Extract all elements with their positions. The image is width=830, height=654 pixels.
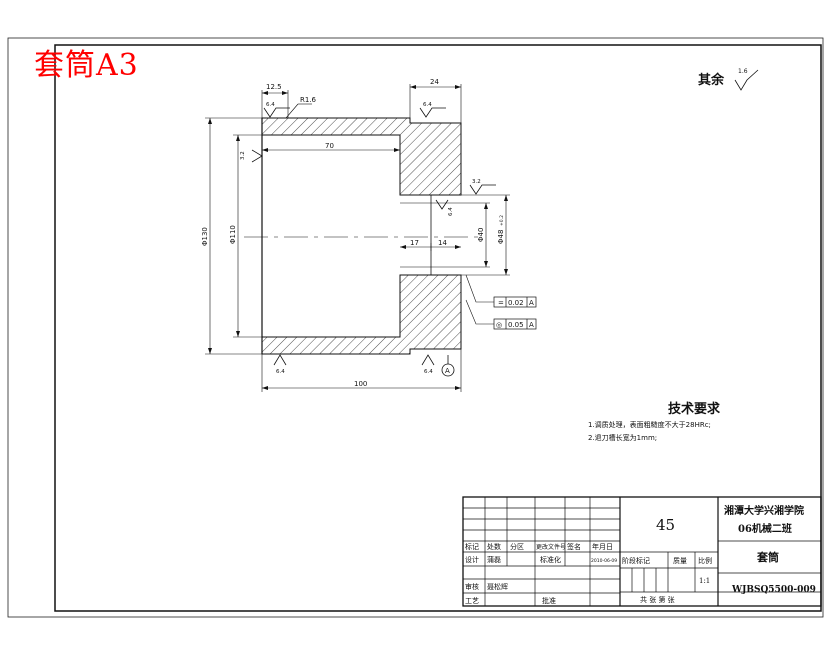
- school: 湘潭大学兴湘学院: [724, 504, 804, 517]
- svg-text:更改文件号: 更改文件号: [536, 543, 566, 551]
- svg-text:审核: 审核: [465, 582, 479, 591]
- drawing-number: WJBSQ5500-009: [731, 585, 816, 595]
- tolerance-frames: = 0.02 A ◎ 0.05 A: [493, 296, 537, 330]
- svg-text:设计: 设计: [465, 555, 479, 564]
- technical-requirements: 技术要求 1.调质处理，表面粗糙度不大于28HRc; 2.退刀槽长宽为1mm;: [588, 398, 828, 443]
- svg-text:标记: 标记: [465, 542, 479, 551]
- tech-title: 技术要求: [668, 402, 721, 417]
- svg-text:3.2: 3.2: [240, 151, 246, 160]
- dim-phi110: Φ110: [229, 225, 237, 244]
- title-block-headers: 标记 处数 分区 更改文件号 签名 年月日 设计 蒲磊 标准化 2010-06-…: [465, 542, 712, 605]
- svg-text:批准: 批准: [542, 596, 556, 605]
- inner-frame: [54, 44, 822, 612]
- dim-phi130: Φ130: [201, 227, 209, 246]
- rest-roughness-label: 其余: [698, 73, 725, 88]
- dim-125: 12.5: [266, 83, 282, 91]
- svg-text:6.4: 6.4: [448, 207, 454, 216]
- svg-text:0.05: 0.05: [508, 321, 524, 329]
- svg-text:A: A: [529, 321, 534, 329]
- dim-phi48: Φ48: [497, 230, 505, 244]
- svg-text:分区: 分区: [510, 542, 524, 551]
- part-section: [244, 117, 478, 355]
- material: 45: [656, 516, 675, 534]
- dim-70: 70: [325, 142, 334, 150]
- svg-text:处数: 处数: [487, 542, 501, 551]
- svg-text:=: =: [498, 299, 504, 307]
- dim-17: 17: [410, 239, 419, 247]
- svg-text:工艺: 工艺: [465, 597, 479, 605]
- rest-roughness-value: 1.6: [738, 68, 748, 75]
- roughness-symbols: [251, 69, 759, 366]
- tech-line-1: 1.调质处理，表面粗糙度不大于28HRc;: [588, 421, 711, 429]
- svg-text:聂松辉: 聂松辉: [487, 582, 508, 591]
- svg-text:A: A: [529, 299, 534, 307]
- scale: 1:1: [699, 577, 710, 585]
- title-block-text: 45 湘潭大学兴湘学院 06机械二班 套筒 WJBSQ5500-009 1:1: [656, 504, 816, 595]
- class: 06机械二班: [738, 522, 792, 535]
- svg-text:3.2: 3.2: [472, 179, 481, 185]
- svg-text:质量: 质量: [673, 556, 687, 565]
- outer-frame: [7, 37, 824, 618]
- svg-text:签名: 签名: [567, 542, 581, 551]
- svg-text:共 张 第 张: 共 张 第 张: [640, 595, 675, 604]
- roughness-labels: 6.4 6.4 3.2 3.2 6.4 6.4 6.4: [240, 102, 481, 375]
- dim-14: 14: [438, 239, 447, 247]
- sheet-title-stamp: 套筒A3: [34, 48, 139, 83]
- dim-tol48: +0.2: [499, 215, 505, 226]
- svg-text:年月日: 年月日: [592, 542, 613, 551]
- part-name: 套筒: [757, 550, 779, 564]
- dim-phi40: Φ40: [477, 228, 485, 242]
- svg-text:A: A: [445, 367, 450, 375]
- dim-100: 100: [354, 380, 367, 388]
- svg-text:6.4: 6.4: [423, 102, 432, 108]
- dim-r16: R1.6: [300, 96, 317, 104]
- svg-text:0.02: 0.02: [508, 299, 524, 307]
- svg-text:6.4: 6.4: [276, 369, 285, 375]
- svg-text:比例: 比例: [698, 556, 712, 565]
- title-block: [462, 496, 822, 607]
- svg-text:6.4: 6.4: [424, 369, 433, 375]
- dimension-labels: 12.5 24 70 17 14 100 R1.6 Φ130 Φ110 Φ40 …: [201, 78, 505, 388]
- dim-24: 24: [430, 78, 439, 86]
- svg-text:蒲磊: 蒲磊: [487, 555, 501, 564]
- svg-text:阶段标记: 阶段标记: [622, 556, 650, 565]
- datum-a-symbol: A: [441, 355, 455, 377]
- svg-text:◎: ◎: [496, 321, 502, 329]
- svg-text:标准化: 标准化: [540, 555, 561, 564]
- svg-text:6.4: 6.4: [266, 102, 275, 108]
- arrowheads: [208, 85, 508, 390]
- tech-line-2: 2.退刀槽长宽为1mm;: [588, 434, 658, 442]
- svg-text:2010-06-09: 2010-06-09: [591, 558, 617, 564]
